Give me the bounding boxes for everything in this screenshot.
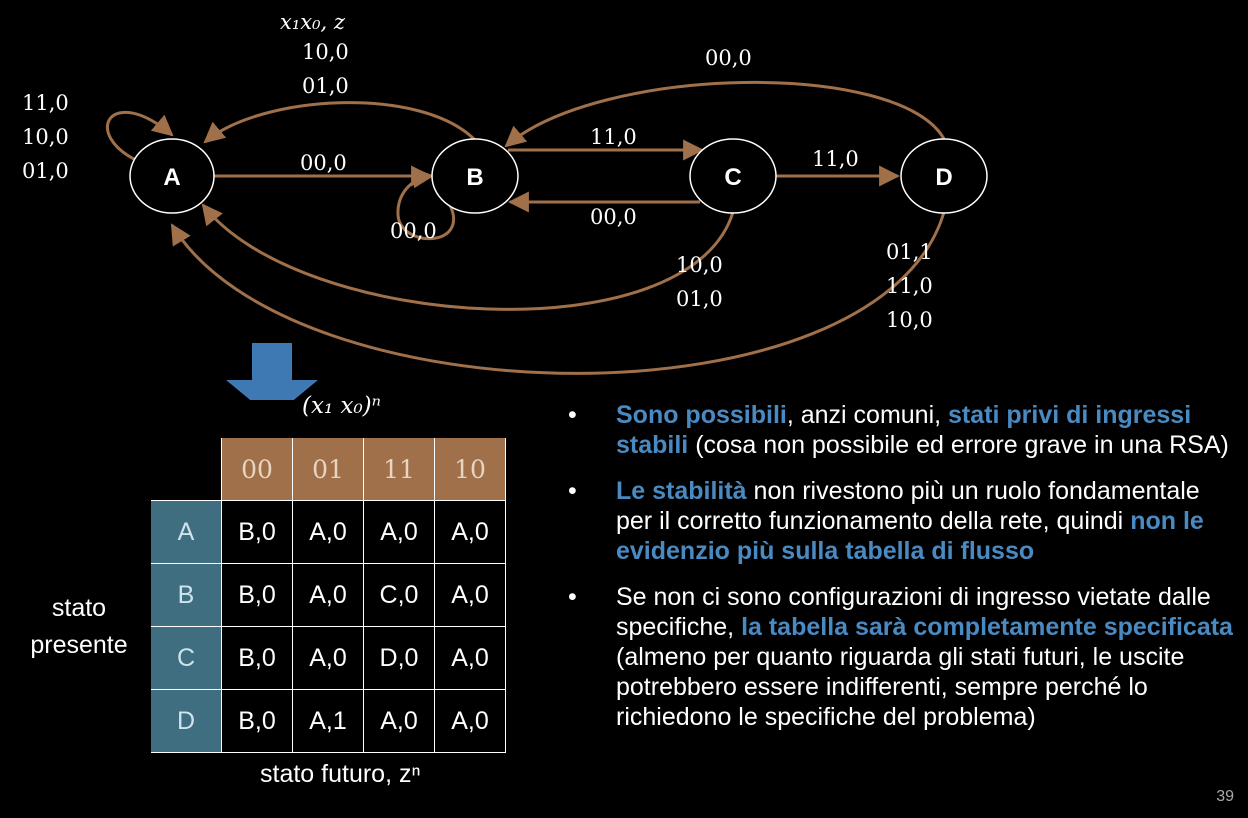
column-header: 11 xyxy=(363,438,435,501)
table-cell: A,0 xyxy=(363,689,435,753)
label-b-self: 00,0 xyxy=(390,219,437,243)
state-node-d: D xyxy=(900,138,988,214)
row-header: A xyxy=(151,500,222,564)
body-text: , anzi comuni, xyxy=(786,401,949,429)
row-header: D xyxy=(151,689,222,753)
table-cell: A,0 xyxy=(363,500,435,564)
bullet-list: Sono possibili, anzi comuni, stati privi… xyxy=(568,400,1240,748)
diagram-header-label: x₁x₀, z xyxy=(280,10,346,34)
column-header: 10 xyxy=(434,438,506,501)
label-b-to-c: 11,0 xyxy=(590,125,637,149)
state-diagram: A B C D x₁x₀, z 10,0 01,0 11,0 10,0 01,0… xyxy=(22,10,988,400)
table-cell: A,0 xyxy=(434,689,506,753)
state-node-b: B xyxy=(431,138,519,214)
page-number: 39 xyxy=(1216,788,1234,805)
table-cell: B,0 xyxy=(221,563,293,627)
row-axis-label: stato presente xyxy=(18,590,140,664)
table-row: B B,0 A,0 C,0 A,0 xyxy=(151,563,506,627)
body-text: (almeno per quanto riguarda gli stati fu… xyxy=(616,643,1185,731)
table-row: C B,0 A,0 D,0 A,0 xyxy=(151,626,506,690)
row-axis-label-line2: presente xyxy=(30,631,128,659)
table-cell: B,0 xyxy=(221,626,293,690)
body-text: (cosa non possibile ed errore grave in u… xyxy=(688,431,1229,459)
table-cell: A,0 xyxy=(292,500,364,564)
table-title: (x₁ x₀)ⁿ xyxy=(302,393,381,419)
column-axis-label: stato futuro, zⁿ xyxy=(260,760,421,788)
down-arrow-icon xyxy=(226,343,318,400)
body-text: non rivestono più un ruolo fondamentale … xyxy=(616,477,1200,535)
table-row: A B,0 A,0 A,0 A,0 xyxy=(151,500,506,564)
table-cell: B,0 xyxy=(221,500,293,564)
label-a-self-2: 10,0 xyxy=(22,125,69,149)
flow-table: 00 01 11 10 A B,0 A,0 A,0 A,0 B B,0 A,0 … xyxy=(151,438,506,753)
table-row: D B,0 A,1 A,0 A,0 xyxy=(151,689,506,753)
arrow-a-self xyxy=(105,110,174,164)
label-d-to-a-2: 11,0 xyxy=(886,274,933,298)
state-label: C xyxy=(724,164,741,191)
label-d-to-a-3: 10,0 xyxy=(886,308,933,332)
body-text: Se non ci sono configurazioni di ingress… xyxy=(616,583,1211,641)
label-c-to-b: 00,0 xyxy=(590,205,637,229)
table-cell: A,0 xyxy=(292,626,364,690)
state-node-a: A xyxy=(129,138,215,214)
table-header-row: 00 01 11 10 xyxy=(151,438,506,501)
highlight-text: non le evidenzio più sulla tabella di fl… xyxy=(616,507,1204,565)
column-header: 00 xyxy=(221,438,293,501)
row-header: B xyxy=(151,563,222,627)
bullet-item: Sono possibili, anzi comuni, stati privi… xyxy=(568,400,1240,460)
table-cell: A,0 xyxy=(434,563,506,627)
label-c-to-a-1: 10,0 xyxy=(676,253,723,277)
label-b-to-a-2: 01,0 xyxy=(302,74,349,98)
column-header: 01 xyxy=(292,438,364,501)
label-c-to-d: 11,0 xyxy=(812,147,859,171)
arrow-b-to-a xyxy=(203,101,477,144)
label-d-to-a-1: 01,1 xyxy=(886,240,933,264)
state-label: A xyxy=(163,164,180,191)
label-d-to-b: 00,0 xyxy=(705,46,752,70)
highlight-text: Le stabilità xyxy=(616,477,747,505)
table-cell: A,1 xyxy=(292,689,364,753)
table-cell: A,0 xyxy=(434,500,506,564)
table-cell: A,0 xyxy=(292,563,364,627)
state-label: B xyxy=(466,164,483,191)
label-a-self-3: 01,0 xyxy=(22,159,69,183)
highlight-text: stati privi di ingressi stabili xyxy=(616,401,1192,459)
bullet-item: Se non ci sono configurazioni di ingress… xyxy=(568,582,1240,732)
arrow-d-to-b xyxy=(504,80,946,148)
arrow-b-self xyxy=(396,167,455,241)
arrow-d-to-a xyxy=(170,211,946,375)
row-header: C xyxy=(151,626,222,690)
highlight-text: la tabella sarà completamente specificat… xyxy=(741,613,1233,641)
table-corner xyxy=(151,438,222,501)
highlight-text: Sono possibili xyxy=(616,401,787,429)
row-axis-label-line1: stato xyxy=(51,594,107,622)
label-a-self-1: 11,0 xyxy=(22,91,69,115)
table-cell: C,0 xyxy=(363,563,435,627)
arrow-c-to-a xyxy=(201,203,735,311)
state-node-c: C xyxy=(689,138,777,214)
bullet-item: Le stabilità non rivestono più un ruolo … xyxy=(568,476,1240,566)
table-cell: D,0 xyxy=(363,626,435,690)
label-a-to-b: 00,0 xyxy=(300,151,347,175)
table-cell: B,0 xyxy=(221,689,293,753)
label-b-to-a-1: 10,0 xyxy=(302,40,349,64)
label-c-to-a-2: 01,0 xyxy=(676,287,723,311)
table-cell: A,0 xyxy=(434,626,506,690)
state-label: D xyxy=(935,164,952,191)
